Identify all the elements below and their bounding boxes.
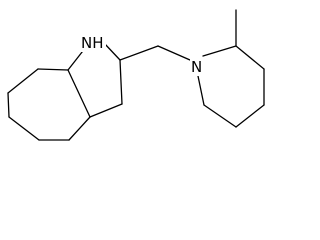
bond bbox=[8, 116, 40, 141]
bond bbox=[7, 92, 10, 118]
bond bbox=[157, 45, 191, 61]
molecule-structure: NH N bbox=[7, 9, 265, 141]
bond bbox=[68, 116, 91, 141]
bond bbox=[235, 104, 265, 128]
bond bbox=[197, 75, 205, 106]
pyrrolidine-ring bbox=[67, 42, 123, 118]
bond bbox=[89, 103, 123, 118]
bond bbox=[203, 104, 237, 128]
bond bbox=[7, 68, 39, 94]
bond bbox=[119, 45, 159, 61]
bond bbox=[67, 69, 91, 118]
atom-label-nh: NH bbox=[81, 34, 104, 52]
cyclohexane-ring bbox=[7, 68, 91, 141]
atom-nh: NH bbox=[80, 33, 106, 52]
bond bbox=[37, 68, 69, 71]
atom-n: N bbox=[190, 57, 204, 76]
piperidine-ring bbox=[197, 45, 265, 128]
bond bbox=[202, 45, 237, 57]
bond bbox=[103, 42, 121, 61]
bond bbox=[119, 59, 123, 105]
methylene-linker bbox=[119, 45, 191, 61]
bond bbox=[235, 45, 265, 70]
atom-label-n: N bbox=[191, 58, 202, 76]
